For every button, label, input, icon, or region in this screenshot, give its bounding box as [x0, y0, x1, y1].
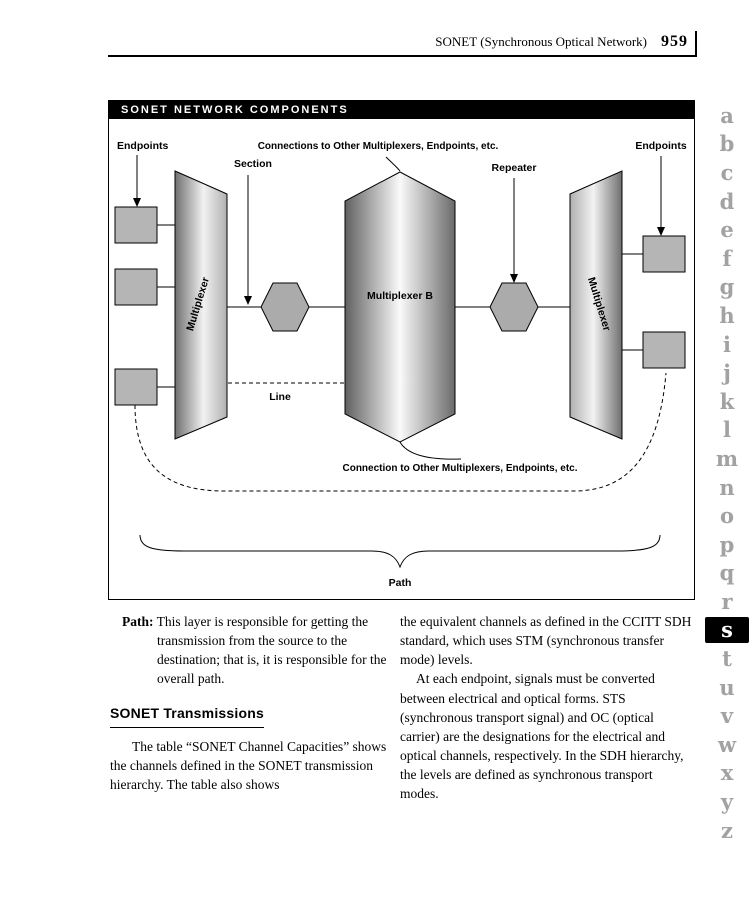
path-definition: This layer is responsible for getting th…	[156, 614, 387, 687]
alphabet-tab-x: x	[720, 760, 734, 786]
path-definition-paragraph: Path: This layer is responsible for gett…	[110, 612, 393, 689]
alphabet-tab-c: c	[720, 159, 734, 185]
alphabet-tab-r: r	[721, 588, 733, 614]
alphabet-tab-y: y	[720, 789, 734, 815]
arrowhead	[657, 227, 665, 236]
alphabet-tab-k: k	[719, 388, 735, 414]
alphabet-tab-u: u	[719, 674, 735, 700]
paragraph: At each endpoint, signals must be conver…	[400, 671, 684, 802]
alphabet-tab-f: f	[722, 245, 732, 271]
arrowhead	[510, 274, 518, 283]
alphabet-tab-l: l	[723, 417, 731, 443]
endpoint-square	[114, 268, 158, 306]
endpoint-square	[642, 235, 686, 273]
alphabet-tab-s: s	[705, 616, 749, 643]
right-column: the equivalent channels as defined in th…	[400, 612, 693, 804]
connection-bottom-label: Connection to Other Multiplexers, Endpoi…	[342, 463, 577, 474]
arrowhead	[244, 296, 252, 305]
alphabet-tab-z: z	[721, 817, 733, 843]
arrowhead	[133, 198, 141, 207]
alphabet-tab-m: m	[715, 445, 739, 471]
alphabet-tab-w: w	[717, 731, 737, 757]
endpoints-left-label: Endpoints	[117, 140, 168, 152]
alphabet-tab-d: d	[719, 188, 735, 214]
hexagon-node	[260, 282, 310, 332]
sonet-diagram: Endpoints Section Connections to Other M…	[114, 140, 687, 589]
alphabet-tab-b: b	[719, 131, 735, 157]
alphabet-tab-t: t	[722, 646, 732, 672]
multiplexer-b-shape	[344, 171, 456, 443]
page-number: 959	[661, 33, 688, 50]
alphabet-tab-i: i	[723, 331, 731, 357]
multiplexer-left-shape	[174, 170, 228, 440]
running-head-title: SONET (Synchronous Optical Network)	[435, 34, 647, 49]
endpoint-square	[114, 368, 158, 406]
connection-bottom-leader	[399, 441, 462, 460]
alphabet-tab-v: v	[720, 703, 734, 729]
header-rule	[108, 55, 697, 57]
endpoint-square	[642, 331, 686, 369]
left-column: Path: This layer is responsible for gett…	[110, 612, 393, 794]
section-heading: SONET Transmissions	[110, 704, 264, 728]
path-term: Path:	[122, 614, 154, 629]
alphabet-tab-e: e	[720, 217, 734, 243]
figure-title: SONET NETWORK COMPONENTS	[109, 101, 694, 119]
paragraph: the equivalent channels as defined in th…	[400, 614, 692, 668]
header-corner-tick	[695, 31, 697, 57]
repeater-hexagon	[489, 282, 539, 332]
paragraph: The table “SONET Channel Capacities” sho…	[110, 738, 387, 792]
connections-top-leader	[385, 156, 401, 172]
alphabet-tab-j: j	[723, 360, 731, 386]
path-layer-dashed-curve	[134, 372, 667, 492]
endpoint-square	[114, 206, 158, 244]
alphabet-tab-o: o	[719, 503, 734, 529]
endpoints-right-label: Endpoints	[635, 140, 686, 152]
alphabet-tab-a: a	[720, 102, 734, 128]
alphabet-tab-n: n	[719, 474, 735, 500]
alphabet-tab-h: h	[719, 302, 735, 328]
path-label: Path	[389, 577, 412, 589]
connections-top-label: Connections to Other Multiplexers, Endpo…	[258, 141, 499, 152]
alphabet-tab-p: p	[719, 531, 735, 557]
alphabet-tab-q: q	[719, 560, 735, 586]
path-brace	[139, 534, 661, 569]
running-head: SONET (Synchronous Optical Network) 959	[0, 33, 688, 51]
multiplexer-b-label: Multiplexer B	[367, 290, 433, 302]
line-label: Line	[269, 391, 291, 403]
sonet-components-figure: SONET NETWORK COMPONENTS	[108, 100, 695, 600]
repeater-label: Repeater	[492, 162, 537, 174]
section-label: Section	[234, 158, 272, 170]
alphabet-tab-g: g	[719, 274, 735, 300]
multiplexer-right-shape	[569, 170, 623, 440]
